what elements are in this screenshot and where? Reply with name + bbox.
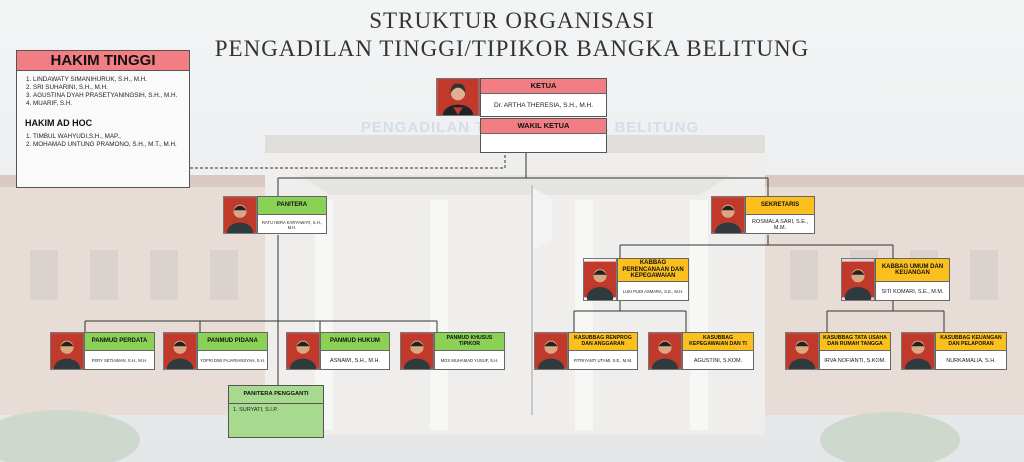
sekretaris-role: SEKRETARIS bbox=[746, 197, 814, 215]
page-title: STRUKTUR ORGANISASI bbox=[369, 8, 655, 33]
panmud-perdata-role: PANMUD PERDATA bbox=[85, 333, 154, 351]
list-item: TIMBUL WAHYUDI,S.H., MAP., bbox=[33, 133, 189, 141]
ketua-info: KETUA Dr. ARTHA THERESIA, S.H., M.H. bbox=[480, 78, 607, 117]
panmud-tipikor-info: PANMUD KHUSUS TIPIKOR MGS MUHAMAD YUSUF,… bbox=[434, 332, 505, 370]
kabbag-umum-role: KABBAG UMUM DAN KEUANGAN bbox=[876, 259, 949, 282]
panitera-name: RATU HERA KARYAWATI, S.H., M.H. bbox=[261, 219, 323, 230]
panitera-pengganti-card: PANITERA PENGGANTI 1. SURYATI, S.I.P. bbox=[228, 385, 324, 438]
sekretaris-card: SEKRETARIS ROSMALA SARI, S.E., M.M. bbox=[711, 196, 815, 234]
kabbag-umum-info: KABBAG UMUM DAN KEUANGAN SITI KOMARI, S.… bbox=[875, 258, 950, 301]
kabbag-perencanaan-name: LUKI PUDI ASMARA, S.E., M.H. bbox=[622, 289, 684, 294]
panmud-perdata-card: PANMUD PERDATA FERY SETIAWAN, S.H., M.H. bbox=[50, 332, 155, 370]
hakim-tinggi-header: HAKIM TINGGI bbox=[17, 51, 189, 71]
panmud-perdata-info: PANMUD PERDATA FERY SETIAWAN, S.H., M.H. bbox=[84, 332, 155, 370]
list-item: SRI SUHARINI, S.H., M.H. bbox=[33, 84, 189, 92]
ketua-name: Dr. ARTHA THERESIA, S.H., M.H. bbox=[493, 101, 594, 109]
wakil-ketua-card: WAKIL KETUA bbox=[480, 118, 607, 153]
panmud-hukum-role: PANMUD HUKUM bbox=[321, 333, 389, 351]
list-item: MOHAMAD UNTUNG PRAMONO, S.H., M.T., M.H. bbox=[33, 141, 189, 149]
kasubbag-renprog-role: KASUBBAG RENPROG DAN ANGGARAN bbox=[569, 333, 637, 351]
panmud-tipikor-card: PANMUD KHUSUS TIPIKOR MGS MUHAMAD YUSUF,… bbox=[400, 332, 505, 370]
panmud-tipikor-role: PANMUD KHUSUS TIPIKOR bbox=[435, 333, 504, 351]
list-item: LINDAWATY SIMANIHURUK, S.H., M.H. bbox=[33, 76, 189, 84]
panmud-perdata-name: FERY SETIAWAN, S.H., M.H. bbox=[91, 358, 148, 363]
panmud-hukum-photo bbox=[286, 332, 320, 370]
ketua-photo bbox=[436, 78, 480, 116]
panitera-pengganti-name: SURYATI, S.I.P. bbox=[239, 407, 278, 413]
kasubbag-tata-usaha-role: KASUBBAG TATA USAHA DAN RUMAH TANGGA bbox=[820, 333, 890, 351]
page-subtitle: PENGADILAN TINGGI/TIPIKOR BANGKA BELITUN… bbox=[214, 36, 810, 61]
panmud-hukum-name: ASNAWI, S.H., M.H. bbox=[330, 357, 380, 364]
kabbag-umum-card: KABBAG UMUM DAN KEUANGAN SITI KOMARI, S.… bbox=[841, 258, 950, 301]
kasubbag-tata-usaha-photo bbox=[785, 332, 819, 370]
kasubbag-renprog-name: FITRIYANTI UTAMI, S.E., M.M. bbox=[573, 358, 633, 363]
wakil-ketua-name bbox=[481, 134, 606, 153]
kasubbag-keuangan-photo bbox=[901, 332, 935, 370]
panmud-hukum-info: PANMUD HUKUM ASNAWI, S.H., M.H. bbox=[320, 332, 390, 370]
sekretaris-info: SEKRETARIS ROSMALA SARI, S.E., M.M. bbox=[745, 196, 815, 234]
hakim-tinggi-list: LINDAWATY SIMANIHURUK, S.H., M.H. SRI SU… bbox=[17, 76, 189, 108]
panmud-tipikor-photo bbox=[400, 332, 434, 370]
ketua-card: KETUA Dr. ARTHA THERESIA, S.H., M.H. bbox=[436, 78, 607, 153]
kasubbag-keuangan-card: KASUBBAG KEUANGAN DAN PELAPORAN NURKAMAL… bbox=[901, 332, 1007, 370]
hakim-ad-hoc-header: HAKIM AD HOC bbox=[25, 118, 93, 128]
panmud-pidana-name: YOFRI DWI FAJARIANSYAH, S.H. bbox=[200, 358, 265, 363]
panmud-pidana-photo bbox=[163, 332, 197, 370]
kasubbag-kepegawaian-info: KASUBBAG KEPEGAWAIAN DAN TI AGUSTINI, S.… bbox=[682, 332, 754, 370]
panitera-photo bbox=[223, 196, 257, 234]
list-item: AGUSTINA DYAH PRASETYANINGSIH, S.H., M.H… bbox=[33, 92, 189, 100]
sekretaris-photo bbox=[711, 196, 745, 234]
panitera-info: PANITERA RATU HERA KARYAWATI, S.H., M.H. bbox=[257, 196, 327, 234]
list-item: MUARIF, S.H. bbox=[33, 100, 189, 108]
kasubbag-renprog-info: KASUBBAG RENPROG DAN ANGGARAN FITRIYANTI… bbox=[568, 332, 638, 370]
panmud-pidana-role: PANMUD PIDANA bbox=[198, 333, 267, 351]
kasubbag-keuangan-info: KASUBBAG KEUANGAN DAN PELAPORAN NURKAMAL… bbox=[935, 332, 1007, 370]
kasubbag-renprog-photo bbox=[534, 332, 568, 370]
panmud-hukum-card: PANMUD HUKUM ASNAWI, S.H., M.H. bbox=[286, 332, 390, 370]
kasubbag-kepegawaian-name: AGUSTINI, S.KOM. bbox=[693, 357, 743, 364]
kabbag-perencanaan-role: KABBAG PERENCANAAN DAN KEPEGAWAIAN bbox=[618, 259, 688, 282]
kabbag-perencanaan-info: KABBAG PERENCANAAN DAN KEPEGAWAIAN LUKI … bbox=[617, 258, 689, 301]
panmud-pidana-info: PANMUD PIDANA YOFRI DWI FAJARIANSYAH, S.… bbox=[197, 332, 268, 370]
panitera-card: PANITERA RATU HERA KARYAWATI, S.H., M.H. bbox=[223, 196, 327, 234]
kasubbag-kepegawaian-card: KASUBBAG KEPEGAWAIAN DAN TI AGUSTINI, S.… bbox=[648, 332, 754, 370]
kasubbag-tata-usaha-name: IRVA NOFIANTI, S.KOM. bbox=[824, 357, 886, 364]
kabbag-perencanaan-card: KABBAG PERENCANAAN DAN KEPEGAWAIAN LUKI … bbox=[583, 258, 689, 301]
hakim-ad-hoc-list: TIMBUL WAHYUDI,S.H., MAP., MOHAMAD UNTUN… bbox=[17, 133, 189, 149]
kabbag-perencanaan-photo bbox=[583, 258, 617, 301]
kasubbag-keuangan-name: NURKAMALIA, S.H. bbox=[946, 357, 996, 364]
wakil-ketua-role: WAKIL KETUA bbox=[481, 119, 606, 134]
kasubbag-kepegawaian-role: KASUBBAG KEPEGAWAIAN DAN TI bbox=[683, 333, 753, 351]
hakim-tinggi-panel: HAKIM TINGGI LINDAWATY SIMANIHURUK, S.H.… bbox=[16, 50, 190, 188]
kasubbag-kepegawaian-photo bbox=[648, 332, 682, 370]
panitera-pengganti-role: PANITERA PENGGANTI bbox=[229, 386, 323, 404]
ketua-role: KETUA bbox=[481, 79, 606, 94]
kasubbag-keuangan-role: KASUBBAG KEUANGAN DAN PELAPORAN bbox=[936, 333, 1006, 351]
panmud-tipikor-name: MGS MUHAMAD YUSUF, S.H. bbox=[440, 358, 499, 363]
kasubbag-tata-usaha-info: KASUBBAG TATA USAHA DAN RUMAH TANGGA IRV… bbox=[819, 332, 891, 370]
panitera-role: PANITERA bbox=[258, 197, 326, 215]
kasubbag-tata-usaha-card: KASUBBAG TATA USAHA DAN RUMAH TANGGA IRV… bbox=[785, 332, 891, 370]
panmud-perdata-photo bbox=[50, 332, 84, 370]
panmud-pidana-card: PANMUD PIDANA YOFRI DWI FAJARIANSYAH, S.… bbox=[163, 332, 268, 370]
kasubbag-renprog-card: KASUBBAG RENPROG DAN ANGGARAN FITRIYANTI… bbox=[534, 332, 638, 370]
sekretaris-name: ROSMALA SARI, S.E., M.M. bbox=[752, 218, 808, 231]
panitera-pengganti-member: 1. SURYATI, S.I.P. bbox=[233, 407, 278, 413]
kabbag-umum-name: SITI KOMARI, S.E., M.M. bbox=[881, 288, 944, 295]
kabbag-umum-photo bbox=[841, 258, 875, 301]
